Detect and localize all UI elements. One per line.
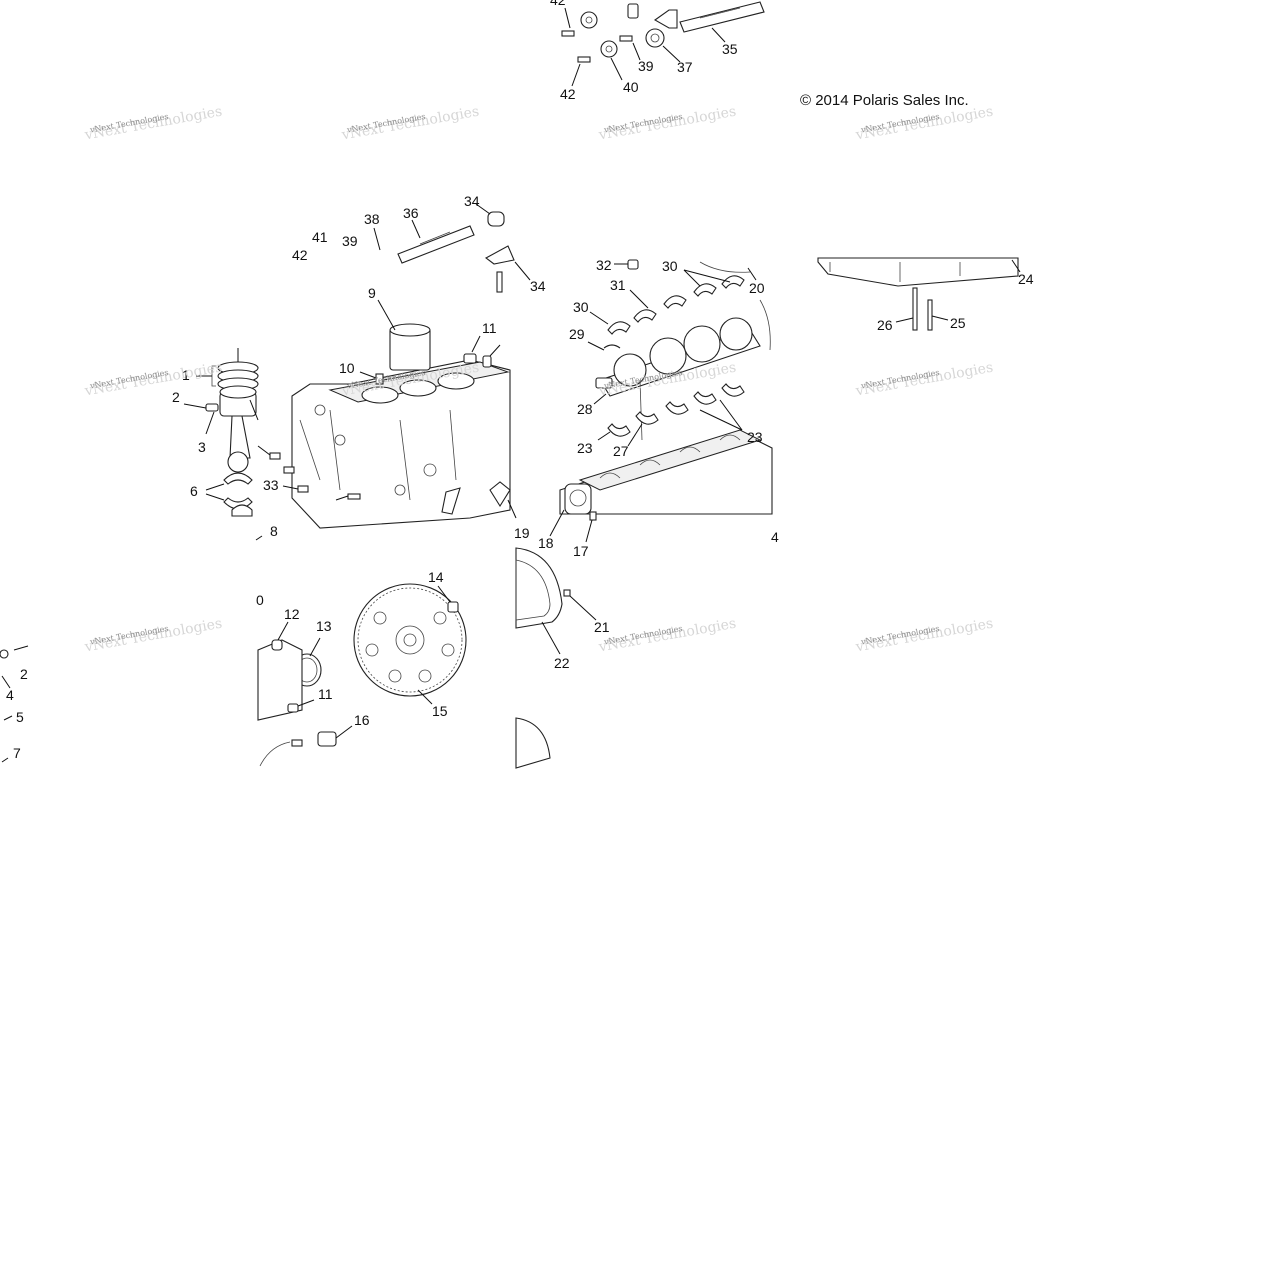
callout-27: 27 [613,443,629,459]
crankshaft-and-bearings [587,259,771,447]
callout-12: 12 [284,606,300,622]
callout-13: 13 [316,618,332,634]
callout-8: 8 [270,523,278,539]
callout-18: 18 [538,535,554,551]
callout-6: 6 [190,483,198,499]
callout-30-b: 30 [573,299,589,315]
callout-21: 21 [594,619,610,635]
callout-2-a: 2 [172,389,180,405]
callout-35: 35 [722,41,738,57]
watermark: vNext Technologies vNext Technologies [83,104,224,144]
callout-23-a: 23 [577,440,593,456]
callout-0: 0 [256,592,264,608]
callout-39-b: 39 [342,233,358,249]
callout-3: 3 [198,439,206,455]
callout-39-a: 39 [638,58,654,74]
callout-15: 15 [432,703,448,719]
watermark: vNext Technologies vNext Technologies [83,360,224,400]
left-edge-partial-parts [0,645,29,763]
callout-16: 16 [354,712,370,728]
callout-10: 10 [339,360,355,376]
callout-labels: 42 35 39 37 40 42 34 36 38 39 41 42 34 3… [6,0,1034,761]
flywheel-assembly [257,583,467,767]
callout-20: 20 [749,280,765,296]
cylinder-block [255,299,511,541]
callout-4-a: 4 [771,529,779,545]
callout-14: 14 [428,569,444,585]
callout-34-a: 34 [464,193,480,209]
callout-9: 9 [368,285,376,301]
callout-17: 17 [573,543,589,559]
callout-32: 32 [596,257,612,273]
callout-11-a: 11 [482,320,497,336]
callout-24: 24 [1018,271,1034,287]
callout-36: 36 [403,205,419,221]
callout-26: 26 [877,317,893,333]
copyright-notice: © 2014 Polaris Sales Inc. [800,92,969,109]
callout-29: 29 [569,326,585,342]
callout-23-b: 23 [747,429,763,445]
oil-pan-bolts [817,257,1021,331]
callout-42-c: 42 [292,247,308,263]
callout-37: 37 [677,59,693,75]
camshaft-gear-assembly-top [561,1,765,87]
callout-25: 25 [950,315,966,331]
callout-40: 40 [623,79,639,95]
callout-28: 28 [577,401,593,417]
watermark: vNext Technologies vNext Technologies [597,104,738,144]
piston-and-connecting-rod [183,348,259,517]
callout-42-b: 42 [560,86,576,102]
callout-19: 19 [514,525,530,541]
callout-1: 1 [182,367,190,383]
watermark: vNext Technologies vNext Technologies [597,616,738,656]
callout-42-a: 42 [550,0,566,8]
callout-5: 5 [16,709,24,725]
callout-11-b: 11 [318,686,333,702]
watermark: vNext Technologies vNext Technologies [340,104,481,144]
callout-34-b: 34 [530,278,546,294]
camshaft-assembly-middle [373,203,531,293]
callout-33: 33 [263,477,279,493]
watermark: vNext Technologies vNext Technologies [854,616,995,656]
lower-crankcase-bedplate [507,429,773,543]
ring-gear [515,547,597,769]
watermark: vNext Technologies vNext Technologies [83,616,224,656]
callout-30-a: 30 [662,258,678,274]
callout-22: 22 [554,655,570,671]
callout-38: 38 [364,211,380,227]
callout-31: 31 [610,277,626,293]
callout-2-b: 2 [20,666,28,682]
callout-4-b: 4 [6,687,14,703]
watermark: vNext Technologies vNext Technologies [854,360,995,400]
callout-7: 7 [13,745,21,761]
callout-41: 41 [312,229,328,245]
